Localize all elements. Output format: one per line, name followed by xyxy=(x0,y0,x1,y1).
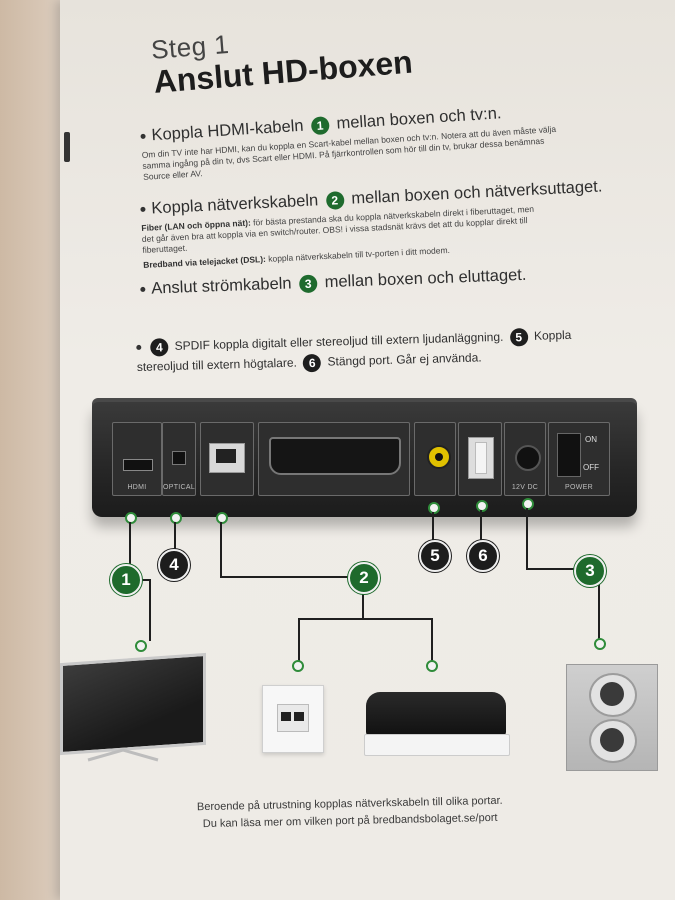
step-number-badge: 2 xyxy=(325,190,345,210)
step-number-badge: 1 xyxy=(310,115,330,135)
ethernet-socket-icon xyxy=(209,443,245,473)
usb-socket-icon xyxy=(468,437,494,479)
cable-line-hdmi xyxy=(129,522,131,566)
optical-socket-icon xyxy=(172,451,186,465)
connector-dot-power xyxy=(522,498,534,510)
marker-5: 5 xyxy=(419,540,451,572)
cable-line-audio xyxy=(432,512,434,542)
footer-note: Beroende på utrustning kopplas nätverksk… xyxy=(196,794,503,831)
cable-line-router xyxy=(431,618,433,662)
cable-line-split-h xyxy=(298,618,432,620)
hdmi-port: HDMI xyxy=(112,422,162,496)
network-wall-socket-icon xyxy=(262,685,324,753)
port-number-badge: 4 xyxy=(150,337,169,357)
cable-line-outlet xyxy=(598,584,600,640)
dc-power-port: 12V DC xyxy=(504,422,546,496)
marker-1: 1 xyxy=(110,564,142,596)
binder-clip xyxy=(64,132,70,162)
scart-port xyxy=(258,422,410,496)
connector-dot-outlet xyxy=(594,638,606,650)
cable-line-walljack xyxy=(298,618,300,662)
bullet-icon xyxy=(140,206,146,213)
marker-6: 6 xyxy=(467,540,499,572)
power-outlet-icon xyxy=(566,664,658,771)
router-icon xyxy=(366,692,506,736)
marker-4: 4 xyxy=(158,549,190,581)
audio-rca-port xyxy=(414,422,456,496)
connector-dot-tv xyxy=(135,640,147,652)
cable-line-power xyxy=(526,508,528,570)
cable-line-split xyxy=(362,590,364,618)
connector-dot-optical xyxy=(170,512,182,524)
dc-socket-icon xyxy=(515,445,541,471)
marker-2: 2 xyxy=(348,562,380,594)
cable-line-tv xyxy=(149,579,151,641)
scart-socket-icon xyxy=(269,437,401,475)
cable-line-usb xyxy=(480,510,482,542)
ethernet-port xyxy=(200,422,254,496)
cable-line-tv-h xyxy=(138,579,150,581)
tv-stand-icon xyxy=(87,748,159,762)
cable-line-ethernet xyxy=(220,522,222,578)
marker-3: 3 xyxy=(574,555,606,587)
port-number-badge: 6 xyxy=(302,353,322,373)
port-number-badge: 5 xyxy=(509,327,528,347)
router-base xyxy=(364,734,510,756)
optical-port: OPTICAL xyxy=(162,422,196,496)
connector-dot-audio xyxy=(428,502,440,514)
rca-socket-icon xyxy=(427,445,451,469)
connector-dot-router xyxy=(426,660,438,672)
hdmi-socket-icon xyxy=(123,459,153,471)
power-switch xyxy=(557,433,581,477)
cable-line-ethernet-h xyxy=(220,576,350,578)
bullet-icon xyxy=(136,345,142,351)
bullet-icon xyxy=(140,133,146,140)
connector-dot-hdmi xyxy=(125,512,137,524)
connector-dot-usb xyxy=(476,500,488,512)
cable-line-optical xyxy=(174,522,176,552)
bullet-icon xyxy=(140,286,146,293)
connector-dot-ethernet xyxy=(216,512,228,524)
tv-icon xyxy=(60,652,206,756)
usb-port xyxy=(458,422,502,496)
power-switch-panel: ON OFF POWER xyxy=(548,422,610,496)
hd-box-rear-panel: HDMI OPTICAL 12V DC ON OFF POWER xyxy=(92,402,637,517)
cable-line-power-h xyxy=(526,568,574,570)
connector-dot-walljack xyxy=(292,660,304,672)
step-number-badge: 3 xyxy=(298,274,318,293)
